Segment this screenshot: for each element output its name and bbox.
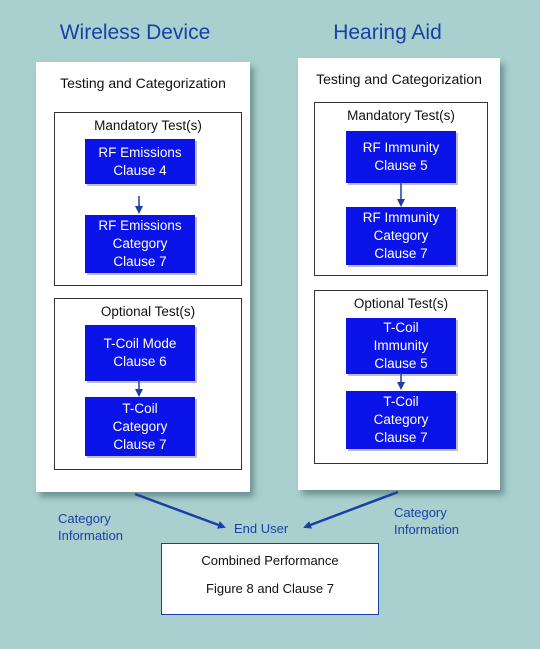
- end-user-label: End User: [234, 521, 289, 536]
- right-mandatory-group: Mandatory Test(s) RF Immunity Clause 5 R…: [314, 102, 488, 276]
- combined-line-2: Figure 8 and Clause 7: [206, 581, 334, 596]
- right-category-information: Category Information: [394, 504, 459, 538]
- box-line: Clause 4: [113, 162, 167, 178]
- info-line: Category: [394, 505, 447, 520]
- left-optional-title: Optional Test(s): [100, 304, 196, 319]
- box-line: Category: [112, 236, 168, 251]
- box-line: Category: [112, 418, 168, 434]
- rf-immunity-category-box: RF Immunity Category Clause 7: [346, 207, 456, 265]
- box-line: T-Coil: [383, 320, 419, 335]
- info-line: Information: [394, 522, 460, 537]
- left-category-information: Category Information: [58, 510, 123, 544]
- box-line: Clause 7: [113, 436, 167, 452]
- box-line: RF Immunity: [362, 140, 440, 155]
- box-line: Immunity: [373, 338, 429, 353]
- box-line: Clause 7: [113, 254, 167, 269]
- box-line: Category: [373, 412, 429, 427]
- box-line: Clause 6: [113, 354, 167, 369]
- box-line: RF Emissions: [98, 218, 182, 233]
- t-coil-immunity-box: T-Coil Immunity Clause 5: [346, 318, 456, 374]
- right-optional-title: Optional Test(s): [353, 296, 449, 311]
- wireless-device-title: Wireless Device: [59, 21, 211, 44]
- box-line: T-Coil: [122, 400, 158, 416]
- combined-performance-box: Combined Performance Figure 8 and Clause…: [161, 543, 379, 615]
- hearing-aid-panel: Testing and Categorization Mandatory Tes…: [298, 58, 500, 490]
- right-optional-group: Optional Test(s) T-Coil Immunity Clause …: [314, 290, 488, 464]
- hearing-to-enduser-arrow: [303, 490, 399, 529]
- wireless-device-panel: Testing and Categorization Mandatory Tes…: [36, 62, 250, 492]
- rf-emissions-category-box: RF Emissions Category Clause 7: [85, 215, 195, 273]
- left-mandatory-title: Mandatory Test(s): [94, 118, 202, 133]
- right-panel-title: Testing and Categorization: [316, 71, 482, 87]
- box-line: RF Emissions: [98, 144, 182, 160]
- right-mandatory-title: Mandatory Test(s): [347, 108, 455, 123]
- box-line: Clause 5: [374, 158, 428, 173]
- wireless-to-enduser-arrow: [134, 492, 226, 529]
- box-line: Clause 7: [374, 430, 428, 445]
- box-line: Clause 5: [374, 356, 428, 371]
- left-panel-title: Testing and Categorization: [60, 75, 226, 91]
- hearing-aid-title: Hearing Aid: [333, 21, 442, 44]
- info-line: Category: [58, 511, 111, 526]
- left-optional-group: Optional Test(s) T-Coil Mode Clause 6 T-…: [54, 298, 242, 470]
- box-line: Category: [373, 228, 429, 243]
- t-coil-mode-box: T-Coil Mode Clause 6: [85, 325, 195, 381]
- rf-emissions-box: RF Emissions Clause 4: [85, 139, 195, 184]
- box-line: T-Coil: [383, 394, 419, 409]
- combined-line-1: Combined Performance: [201, 553, 339, 568]
- box-line: T-Coil Mode: [103, 336, 177, 351]
- t-coil-category-box: T-Coil Category Clause 7: [85, 397, 195, 456]
- box-line: Clause 7: [374, 246, 428, 261]
- right-t-coil-category-box: T-Coil Category Clause 7: [346, 391, 456, 449]
- info-line: Information: [58, 528, 124, 543]
- rf-immunity-box: RF Immunity Clause 5: [346, 131, 456, 183]
- box-line: RF Immunity: [362, 210, 440, 225]
- left-mandatory-group: Mandatory Test(s) RF Emissions Clause 4 …: [54, 112, 242, 286]
